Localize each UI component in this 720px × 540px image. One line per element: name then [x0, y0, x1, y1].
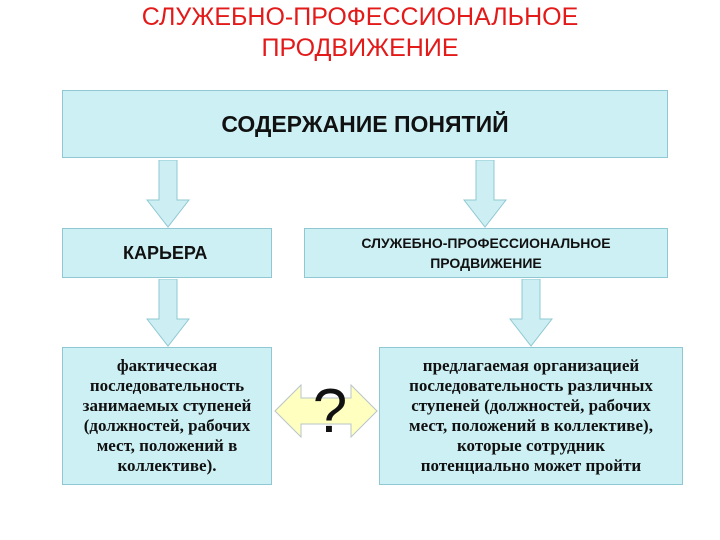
page-title: СЛУЖЕБНО-ПРОФЕССИОНАЛЬНОЕ ПРОДВИЖЕНИЕ: [0, 2, 720, 64]
career-description: фактическая последовательность занимаемы…: [82, 356, 252, 475]
title-line-1: СЛУЖЕБНО-ПРОФЕССИОНАЛЬНОЕ: [141, 3, 579, 31]
down-arrow-icon: [509, 279, 553, 347]
promotion-description-box: предлагаемая организацией последовательн…: [379, 347, 683, 485]
down-arrow-icon: [146, 160, 190, 228]
career-label: КАРЬЕРА: [123, 242, 208, 263]
root-concept-box: СОДЕРЖАНИЕ ПОНЯТИЙ: [62, 90, 668, 158]
root-concept-label: СОДЕРЖАНИЕ ПОНЯТИЙ: [221, 110, 509, 137]
career-box: КАРЬЕРА: [62, 228, 272, 278]
career-description-box: фактическая последовательность занимаемы…: [62, 347, 272, 485]
title-line-2: ПРОДВИЖЕНИЕ: [261, 34, 459, 62]
double-arrow-icon: [274, 384, 378, 438]
promotion-label: СЛУЖЕБНО-ПРОФЕССИОНАЛЬНОЕ ПРОДВИЖЕНИЕ: [361, 235, 611, 271]
question-mark: ?: [312, 377, 348, 446]
down-arrow-icon: [146, 279, 190, 347]
promotion-box: СЛУЖЕБНО-ПРОФЕССИОНАЛЬНОЕ ПРОДВИЖЕНИЕ: [304, 228, 668, 278]
promotion-description: предлагаемая организацией последовательн…: [409, 356, 653, 475]
down-arrow-icon: [463, 160, 507, 228]
